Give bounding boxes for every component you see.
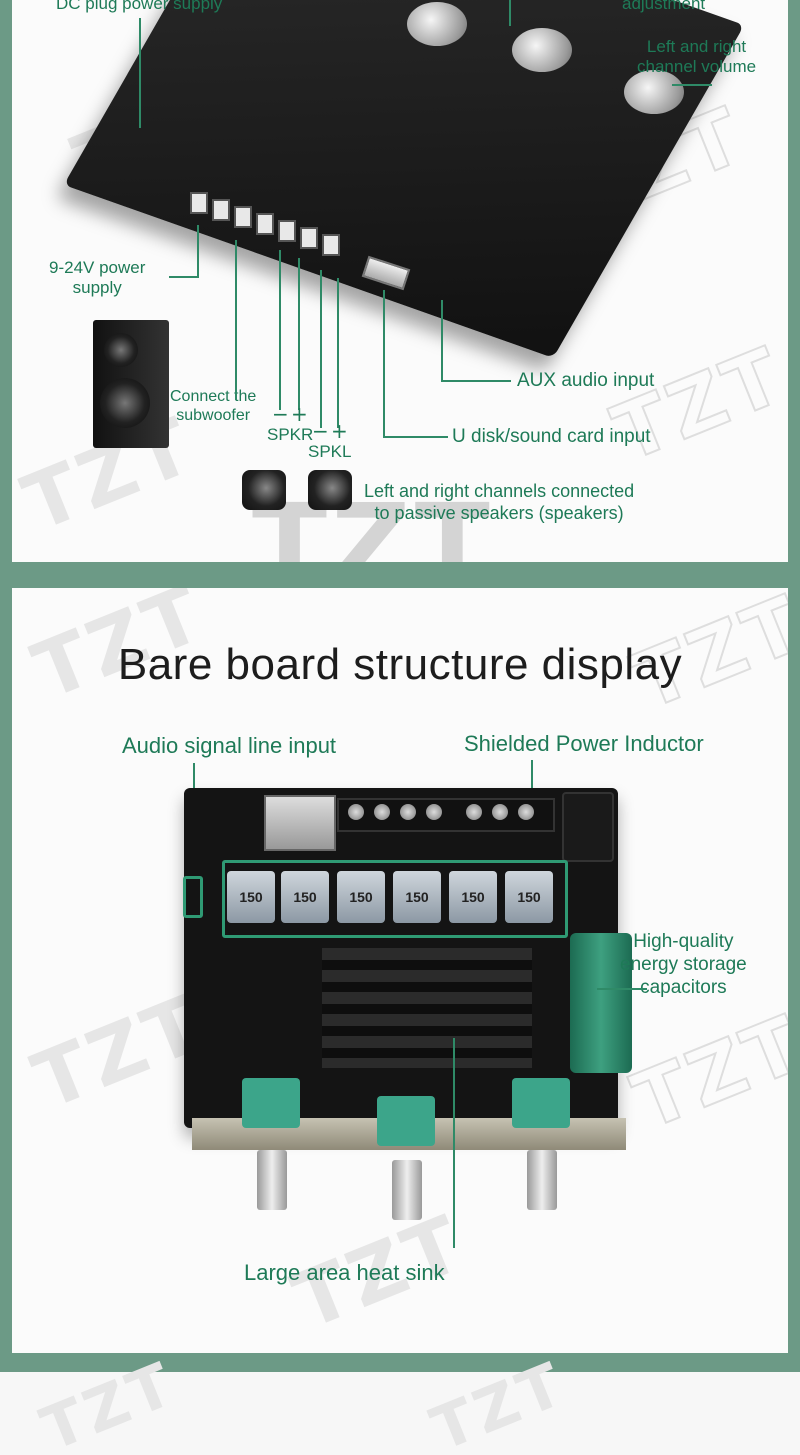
potentiometer xyxy=(242,1078,300,1128)
inductor: 150 xyxy=(505,871,553,923)
usb-port xyxy=(264,795,336,851)
knob-shaft xyxy=(527,1150,557,1210)
leader-line xyxy=(235,240,237,400)
capacitors-label: High-quality energy storage capacitors xyxy=(620,931,747,998)
page-title: Bare board structure display xyxy=(117,640,683,689)
screw xyxy=(518,804,534,820)
udisk-label: U disk/sound card input xyxy=(452,426,651,447)
leader-line xyxy=(197,225,199,278)
capacitor xyxy=(570,933,632,1073)
potentiometer xyxy=(512,1078,570,1128)
terminal xyxy=(322,234,340,256)
screw xyxy=(492,804,508,820)
audio-input-highlight xyxy=(183,876,203,918)
leader-line xyxy=(279,250,281,410)
terminal xyxy=(256,213,274,235)
leader-line xyxy=(453,1038,455,1248)
potentiometer xyxy=(377,1096,435,1146)
inductor: 150 xyxy=(227,871,275,923)
adjustment-label: adjustment xyxy=(622,0,706,13)
screw xyxy=(426,804,442,820)
inductor: 150 xyxy=(393,871,441,923)
leader-line xyxy=(298,258,300,410)
volume-label: Left and right channel volume xyxy=(637,37,757,77)
leader-line xyxy=(337,278,339,428)
leader-line xyxy=(597,988,647,990)
leader-line xyxy=(169,276,199,278)
aux-label: AUX audio input xyxy=(517,370,655,391)
knob xyxy=(512,28,572,72)
spkr-label: SPKR xyxy=(267,425,314,444)
terminal xyxy=(234,206,252,228)
power-supply-label: 9-24V power supply xyxy=(49,258,146,298)
audio-input-label: Audio signal line input xyxy=(122,733,337,758)
leader-line xyxy=(383,436,448,438)
knob xyxy=(407,2,467,46)
leader-line xyxy=(509,0,511,26)
watermark: TZT xyxy=(621,998,788,1149)
watermark: TZT xyxy=(31,1348,186,1455)
passive-speaker xyxy=(242,470,286,510)
screw xyxy=(348,804,364,820)
inductor-label: Shielded Power Inductor xyxy=(464,731,704,756)
inductor-highlight xyxy=(222,860,568,938)
plus-symbol: + xyxy=(291,402,308,426)
subwoofer-label: Connect the subwoofer xyxy=(170,388,257,425)
inductor: 150 xyxy=(449,871,497,923)
watermark: TZT xyxy=(601,330,788,481)
tweeter xyxy=(104,333,138,367)
inductor: 150 xyxy=(281,871,329,923)
screw xyxy=(466,804,482,820)
leader-line xyxy=(383,290,385,438)
leader-line xyxy=(441,380,511,382)
screw xyxy=(374,804,390,820)
heat-sink-label: Large area heat sink xyxy=(244,1260,445,1285)
terminal xyxy=(190,192,208,214)
knob-shaft xyxy=(392,1160,422,1220)
heat-sink xyxy=(322,948,532,1068)
top-panel: TZT TZT TZT TZT TZT DC plug power supply… xyxy=(12,0,788,562)
terminal xyxy=(212,199,230,221)
inductor: 150 xyxy=(337,871,385,923)
terminal xyxy=(278,220,296,242)
spkl-label: SPKL xyxy=(308,442,352,461)
passive-speakers-label: Left and right channels connected to pas… xyxy=(364,481,635,523)
dc-plug-label: DC plug power supply xyxy=(56,0,223,13)
dc-jack xyxy=(562,792,614,862)
leader-line xyxy=(672,84,712,86)
leader-line xyxy=(320,270,322,428)
passive-speaker xyxy=(308,470,352,510)
watermark: TZT xyxy=(421,1348,576,1455)
minus-symbol: − xyxy=(312,419,329,443)
screw xyxy=(400,804,416,820)
woofer xyxy=(100,378,150,428)
bottom-strip: TZT TZT xyxy=(0,1349,800,1455)
terminal xyxy=(300,227,318,249)
knob-shaft xyxy=(257,1150,287,1210)
leader-line xyxy=(139,18,141,128)
bottom-panel: TZT TZT TZT TZT TZT Bare board structure… xyxy=(12,588,788,1353)
knob xyxy=(624,70,684,114)
minus-symbol: − xyxy=(272,402,289,426)
plus-symbol: + xyxy=(331,419,348,443)
leader-line xyxy=(441,300,443,382)
